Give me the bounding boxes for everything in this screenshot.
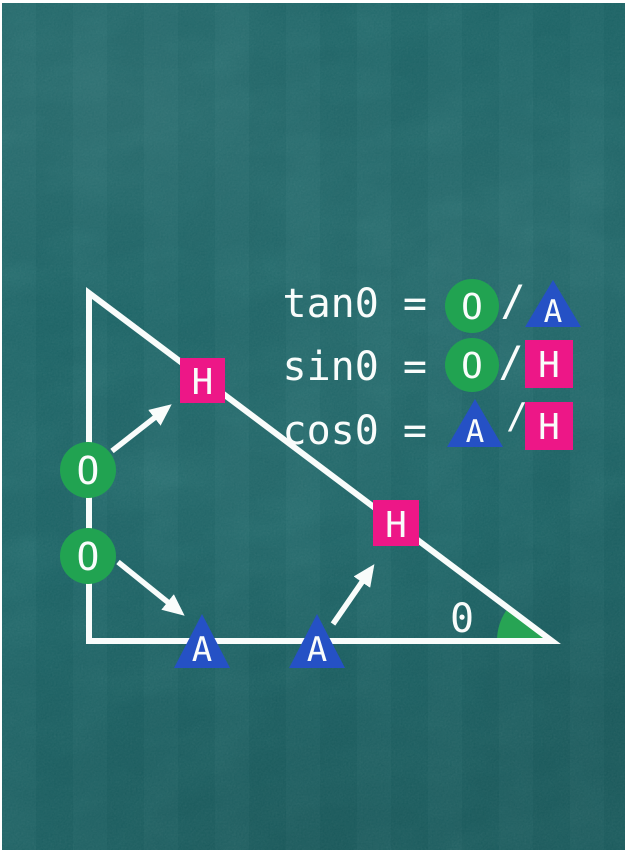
denominator-label: A (544, 294, 563, 330)
adjacent-triangle-shape (174, 614, 230, 668)
divide-slash: / (498, 337, 523, 386)
hypotenuse-label: H (192, 362, 214, 403)
adjacent-triangle-token (447, 399, 503, 447)
adjacent-triangle-right: A (289, 614, 345, 670)
divide-slash: / (506, 396, 528, 437)
adjacent-triangle-shape (289, 614, 345, 668)
hypotenuse-square-shape (373, 500, 419, 546)
formula-sin: sin0 = O / H (283, 337, 573, 392)
adjacent-label: A (192, 630, 212, 670)
formula-tan: tan0 = O / A (283, 276, 581, 333)
opposite-circle-bottom: O (60, 528, 116, 584)
opposite-label: O (77, 535, 100, 579)
opposite-circle-token (445, 279, 499, 333)
adjacent-label: A (307, 630, 327, 670)
adjacent-triangle-token (525, 280, 581, 327)
formula-sin-lhs: sin0 = (283, 344, 428, 390)
formula-tan-lhs: tan0 = (283, 281, 428, 327)
arrow-opposite-to-adjacent (116, 559, 185, 616)
numerator-label: O (461, 287, 483, 328)
hypotenuse-square-token (525, 402, 573, 450)
opposite-circle-top: O (60, 442, 116, 498)
denominator-label: H (538, 345, 560, 386)
arrow-opposite-to-hypotenuse (110, 404, 172, 454)
formula-cos-lhs: cos0 = (283, 408, 428, 454)
opposite-circle-shape (60, 442, 116, 498)
numerator-label: O (461, 346, 483, 387)
opposite-circle-token (445, 338, 499, 392)
numerator-label: A (466, 414, 485, 450)
hypotenuse-square-shape (180, 358, 225, 403)
hypotenuse-square-upper: H (180, 358, 225, 403)
opposite-label: O (77, 449, 100, 493)
denominator-label: H (538, 407, 560, 448)
chalk-blotch-texture (2, 3, 625, 850)
opposite-circle-shape (60, 528, 116, 584)
arrow-adjacent-to-hypotenuse (330, 564, 375, 626)
hypotenuse-label: H (385, 505, 407, 546)
formula-cos: cos0 = A / H (283, 396, 573, 454)
hypotenuse-square-lower: H (373, 500, 419, 546)
hypotenuse-square-token (525, 340, 573, 388)
divide-slash: / (500, 276, 525, 325)
adjacent-triangle-left: A (174, 614, 230, 670)
theta-symbol: 0 (450, 596, 474, 642)
